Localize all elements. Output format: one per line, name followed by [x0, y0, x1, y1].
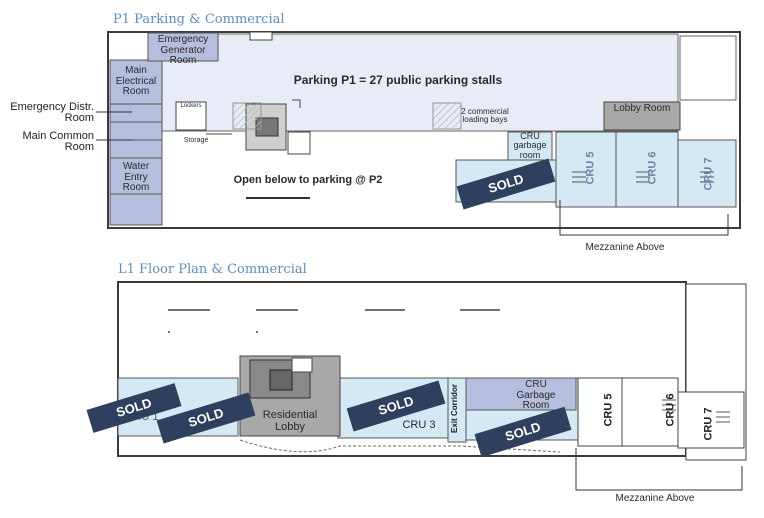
l1-cru-garbage-room	[465, 377, 577, 411]
p1-lobby-label: Lobby Room	[613, 103, 671, 114]
p1-emergency-distr-callout: Emergency Distr. Room	[10, 101, 94, 124]
p1-service-column	[109, 59, 163, 226]
l1-title: L1 Floor Plan & Commercial	[118, 262, 307, 277]
p1-mezzanine-label: Mezzanine Above	[585, 242, 665, 253]
p1-emergency-generator-room	[147, 32, 219, 62]
l1-mezzanine-label: Mezzanine Above	[615, 493, 695, 504]
l1-cru3-label: CRU 3	[402, 419, 436, 431]
p1-title: P1 Parking & Commercial	[113, 12, 285, 27]
l1-unit-cru5	[577, 377, 623, 447]
l1-mezzanine-bracket	[575, 448, 743, 491]
p1-emergency-generator-label: Emergency Generator Room	[157, 34, 209, 66]
p1-lockers-label: Lockers	[180, 103, 202, 109]
p1-lobby-room	[603, 101, 681, 131]
p1-unit-cru6	[615, 131, 679, 208]
p1-storage-label: Storage	[183, 137, 209, 144]
l1-cru5-label: CRU 5	[602, 393, 615, 427]
p1-plan	[96, 31, 741, 236]
p1-open-below-label: Open below to parking @ P2	[233, 174, 383, 186]
p1-loading-label: 2 commercial loading bays	[461, 107, 509, 125]
p1-parking-label: Parking P1 = 27 public parking stalls	[293, 73, 503, 87]
l1-cru7-label: CRU 7	[702, 407, 715, 441]
p1-unit-cru7	[677, 139, 737, 208]
p1-mezzanine-bracket	[559, 200, 729, 236]
p1-unit-cru5	[555, 131, 617, 208]
l1-unit-cru7	[677, 391, 745, 449]
l1-cru6-label: CRU 6	[664, 393, 677, 427]
l1-plan	[117, 281, 747, 491]
l1-residential-lobby-label: Residential Lobby	[262, 409, 318, 433]
p1-water-entry-label: Water Entry Room	[122, 161, 150, 193]
p1-cru6-label: CRU 6	[646, 151, 659, 185]
p1-cru7-label: CRU 7	[702, 157, 715, 191]
p1-cru5-label: CRU 5	[584, 151, 597, 185]
l1-unit-cru6	[621, 377, 679, 447]
l1-cru-garbage-label: CRU Garbage Room	[516, 379, 556, 411]
l1-exit-corridor-label: Exit Corridor	[449, 384, 459, 433]
p1-cru-garbage-label: CRU garbage room	[513, 131, 547, 160]
p1-main-electrical-label: Main Electrical Room	[115, 65, 157, 97]
p1-main-common-callout: Main Common Room	[22, 130, 94, 153]
